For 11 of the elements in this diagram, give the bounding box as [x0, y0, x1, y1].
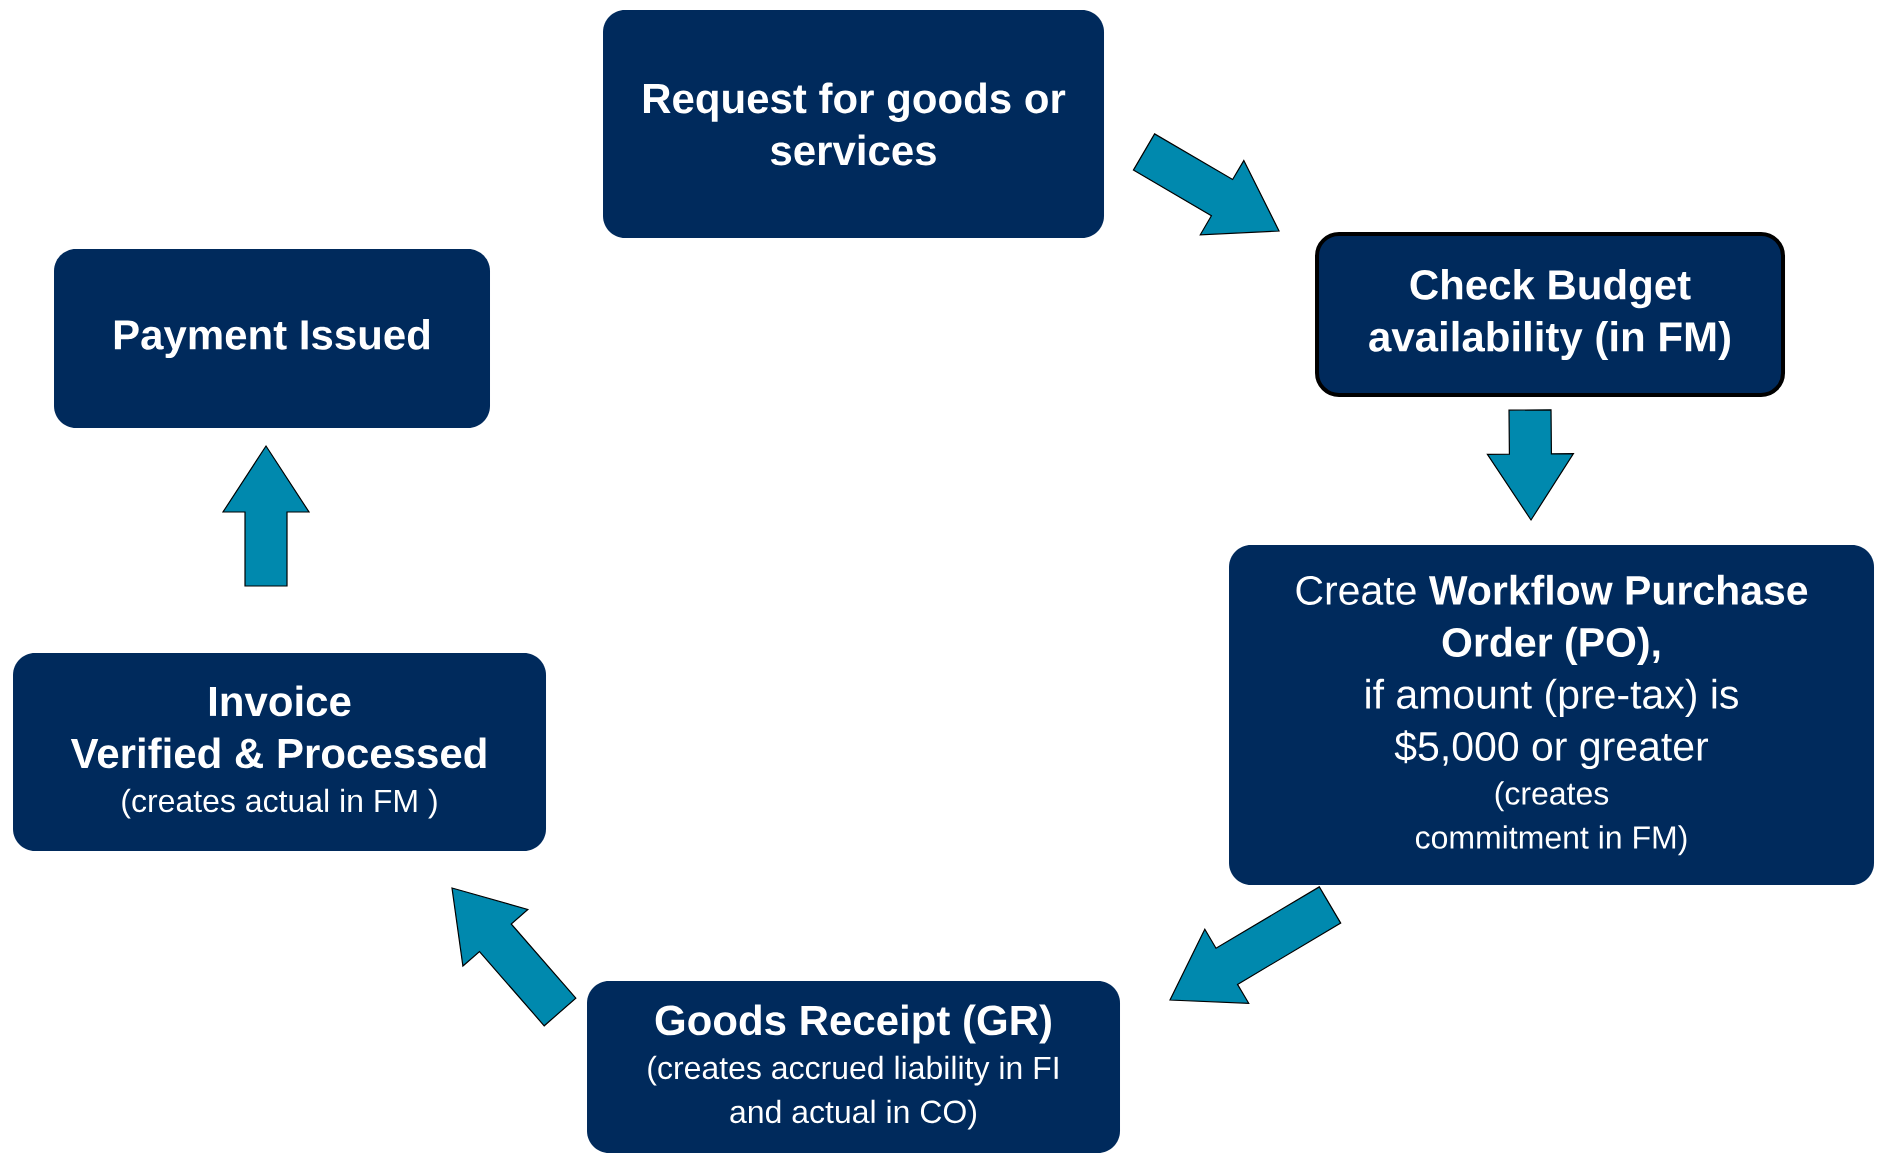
block-arrow: [451, 887, 577, 1027]
block-arrow: [1169, 886, 1342, 1004]
process-box: Payment Issued: [54, 249, 490, 428]
block-arrow: [1486, 409, 1575, 522]
process-box: Check Budget availability (in FM): [1315, 232, 1785, 397]
process-box: Create Workflow Purchase Order (PO), if amount (pre-tax) is $5,000 or greater (creates commitment in FM): [1229, 545, 1874, 885]
block-arrow: [1132, 133, 1280, 236]
process-box: Request for goods or services: [603, 10, 1104, 238]
process-box: Invoice Verified & Processed (creates actual in FM ): [13, 653, 546, 851]
block-arrow: [221, 444, 311, 587]
process-box: Goods Receipt (GR) (creates accrued liability in FI and actual in CO): [587, 981, 1120, 1153]
